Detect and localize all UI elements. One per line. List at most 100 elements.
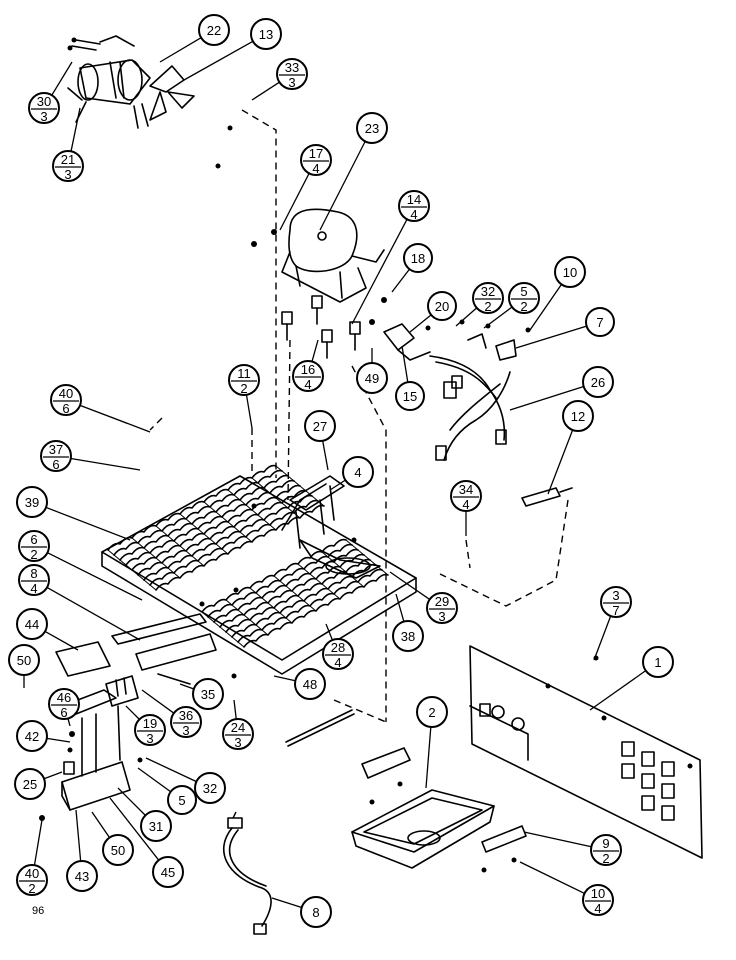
callout-c2: 2 xyxy=(416,696,448,789)
callout-part-number: 27 xyxy=(313,419,327,434)
callout-c1: 1 xyxy=(589,646,674,711)
fan-motor-assembly xyxy=(67,35,233,169)
callout-part-number: 18 xyxy=(411,251,425,266)
callout-part-number: 3 xyxy=(612,588,619,603)
callout-quantity: 3 xyxy=(438,609,445,624)
callout-c20: 20 xyxy=(409,291,457,333)
callout-c33: 333 xyxy=(251,58,308,101)
callout-c37: 376 xyxy=(40,440,141,472)
callout-part-number: 23 xyxy=(365,121,379,136)
control-box xyxy=(39,675,143,821)
callout-c32b: 32 xyxy=(145,757,226,804)
callout-c24: 243 xyxy=(222,699,254,750)
callout-quantity: 7 xyxy=(612,603,619,618)
callout-c48: 48 xyxy=(273,668,326,700)
callout-part-number: 40 xyxy=(59,386,73,401)
callout-c16: 164 xyxy=(292,339,324,392)
callout-part-number: 5 xyxy=(520,284,527,299)
callout-c17: 174 xyxy=(279,144,332,231)
callout-part-number: 50 xyxy=(111,843,125,858)
callout-part-number: 16 xyxy=(301,362,315,377)
callout-part-number: 45 xyxy=(161,865,175,880)
callout-part-number: 34 xyxy=(459,482,473,497)
callout-c42: 42 xyxy=(16,720,71,752)
callout-part-number: 24 xyxy=(231,720,245,735)
callout-part-number: 50 xyxy=(17,653,31,668)
secondary-coil xyxy=(201,538,389,648)
callout-part-number: 32 xyxy=(481,284,495,299)
callout-part-number: 33 xyxy=(285,60,299,75)
rod-part xyxy=(285,709,355,747)
callout-c13: 13 xyxy=(183,18,282,81)
callout-c25: 25 xyxy=(14,768,63,800)
wire-lead xyxy=(222,817,272,935)
callout-quantity: 4 xyxy=(334,655,341,670)
callout-part-number: 39 xyxy=(25,495,39,510)
callout-quantity: 3 xyxy=(182,723,189,738)
callout-c11: 112 xyxy=(228,364,260,429)
callout-c5b: 5 xyxy=(137,767,197,815)
callout-c26: 26 xyxy=(509,366,614,411)
callout-quantity: 2 xyxy=(484,299,491,314)
callout-part-number: 44 xyxy=(25,617,39,632)
callout-part-number: 5 xyxy=(178,793,185,808)
callout-quantity: 4 xyxy=(304,377,311,392)
callout-part-number: 48 xyxy=(303,677,317,692)
callout-c19: 193 xyxy=(125,705,166,746)
callout-c38: 38 xyxy=(392,593,424,652)
callout-c40b: 402 xyxy=(16,819,48,896)
callout-part-number: 8 xyxy=(30,566,37,581)
callout-quantity: 3 xyxy=(234,735,241,750)
callout-c22: 22 xyxy=(159,14,230,63)
callout-c50b: 50 xyxy=(91,811,134,866)
callout-c12: 12 xyxy=(547,400,594,495)
callout-quantity: 4 xyxy=(594,901,601,916)
callout-part-number: 19 xyxy=(143,716,157,731)
callout-c29: 293 xyxy=(389,571,458,624)
callout-part-number: 2 xyxy=(428,705,435,720)
callout-quantity: 3 xyxy=(40,109,47,124)
callout-part-number: 20 xyxy=(435,299,449,314)
back-panel xyxy=(469,645,703,859)
callout-c50a: 50 xyxy=(8,644,40,688)
callout-part-number: 30 xyxy=(37,94,51,109)
callout-c44: 44 xyxy=(16,608,79,651)
callout-part-number: 35 xyxy=(201,687,215,702)
callout-part-number: 15 xyxy=(403,389,417,404)
callout-quantity: 6 xyxy=(52,457,59,472)
callout-c36: 363 xyxy=(141,689,202,738)
callout-part-number: 22 xyxy=(207,23,221,38)
callout-part-number: 37 xyxy=(49,442,63,457)
callout-part-number: 38 xyxy=(401,629,415,644)
callout-c30: 303 xyxy=(28,61,73,124)
callout-c4: 4 xyxy=(329,456,374,491)
callout-part-number: 10 xyxy=(591,886,605,901)
callout-part-number: 49 xyxy=(365,371,379,386)
callout-c32a: 322 xyxy=(455,282,504,327)
callout-part-number: 4 xyxy=(354,465,361,480)
callout-part-number: 40 xyxy=(25,866,39,881)
callout-quantity: 6 xyxy=(62,401,69,416)
callout-part-number: 1 xyxy=(654,655,661,670)
callout-c9: 92 xyxy=(523,831,622,866)
relay-overload xyxy=(369,297,431,361)
callout-part-number: 42 xyxy=(25,729,39,744)
callout-c49: 49 xyxy=(356,348,388,394)
callout-c14: 144 xyxy=(351,190,430,325)
callout-quantity: 3 xyxy=(146,731,153,746)
callout-quantity: 2 xyxy=(30,547,37,562)
callout-part-number: 25 xyxy=(23,777,37,792)
callout-part-number: 28 xyxy=(331,640,345,655)
callout-part-number: 17 xyxy=(309,146,323,161)
callout-part-number: 7 xyxy=(596,315,603,330)
callout-part-number: 26 xyxy=(591,375,605,390)
callout-c21: 213 xyxy=(52,107,84,182)
callout-part-number: 43 xyxy=(75,869,89,884)
callout-part-number: 36 xyxy=(179,708,193,723)
condenser-coil xyxy=(107,464,325,591)
callout-part-number: 14 xyxy=(407,192,421,207)
callout-c28: 284 xyxy=(322,623,354,670)
callout-quantity: 4 xyxy=(30,581,37,596)
page-number: 96 xyxy=(32,905,44,917)
